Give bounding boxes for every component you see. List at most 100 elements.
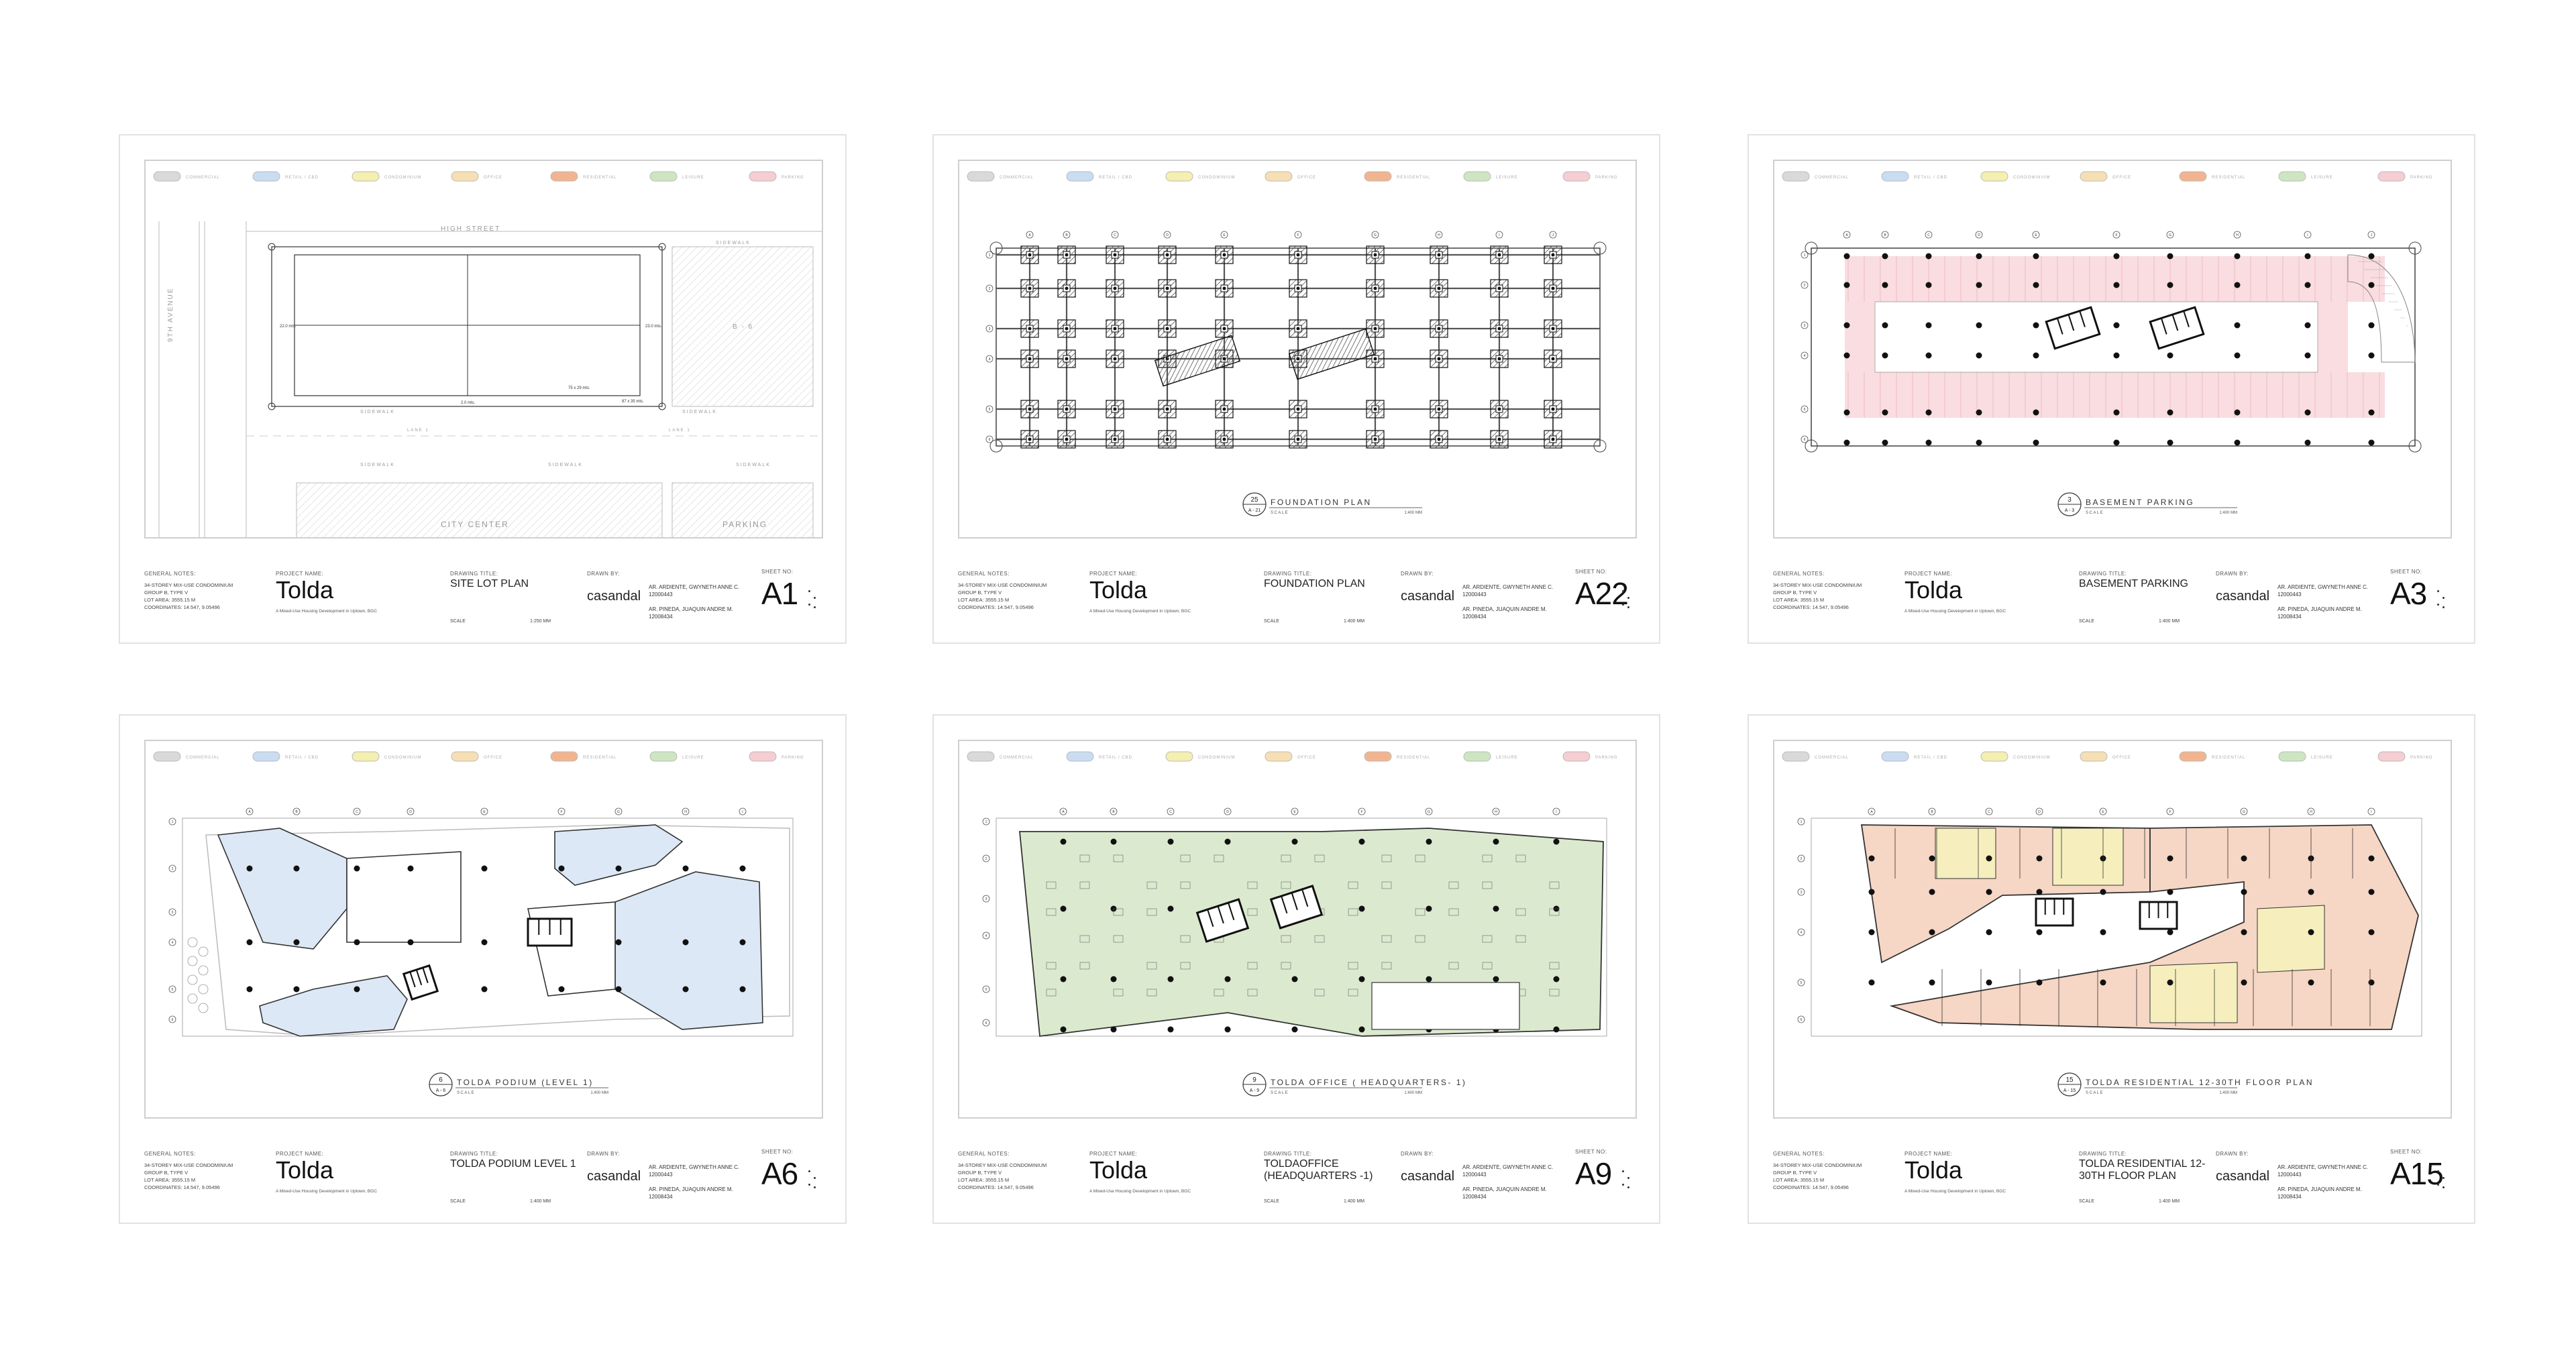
workstation	[1113, 908, 1124, 916]
column-dot	[2167, 979, 2174, 986]
workstation	[1281, 935, 1291, 943]
column-dot	[2368, 253, 2375, 260]
column-dot	[1493, 838, 1499, 845]
legend-swatch	[749, 171, 777, 182]
tree-icon	[198, 946, 209, 957]
column-dot	[2036, 855, 2043, 862]
legend-swatch	[1881, 171, 1909, 182]
column-dot	[2234, 322, 2241, 329]
sheet-dots-icon	[2437, 1168, 2447, 1188]
legend-swatch	[2377, 171, 2406, 182]
sheet-number: A1	[761, 576, 798, 611]
workstation	[1247, 989, 1258, 997]
column-dot	[246, 865, 253, 872]
project-name-label: PROJECT NAME:	[1089, 1151, 1138, 1157]
view-sheet-ref: A - 9	[1250, 1088, 1260, 1093]
column-dot	[1224, 838, 1231, 845]
stair-core	[527, 917, 573, 947]
legend-swatch	[1364, 751, 1392, 762]
column-dot	[354, 865, 360, 872]
column-dot	[293, 939, 300, 946]
legend-label: OFFICE	[1297, 756, 1316, 760]
legend-swatch	[967, 171, 995, 182]
grid-bubble	[1797, 978, 1805, 987]
column-dot	[1986, 889, 1992, 895]
grid-bubble-label: 5	[1804, 408, 1806, 412]
grid-bubble	[985, 284, 994, 292]
project-subtitle: A Mixed-Use Housing Development in Uptow…	[1904, 609, 2006, 614]
grid-bubble	[682, 807, 690, 815]
column-dot	[682, 986, 689, 993]
workstation	[1549, 881, 1560, 889]
column-dot	[682, 939, 689, 946]
sheet-number: A6	[761, 1156, 798, 1191]
column-dot	[1065, 357, 1069, 361]
grid-bubble-label: B	[1112, 810, 1115, 814]
brand-name: casandal	[1401, 1169, 1455, 1184]
workstation	[1180, 881, 1191, 889]
lot-b6-hatch	[672, 246, 814, 407]
grid-bubble	[2307, 807, 2315, 815]
view-sheet-ref: A - 6	[436, 1088, 446, 1093]
sheet-no-label: SHEET NO:	[1575, 569, 1607, 575]
column-dot	[1222, 437, 1226, 441]
workstation	[1079, 935, 1090, 943]
grid-bubble-label: 2	[1804, 284, 1806, 288]
corner-marker	[2408, 241, 2422, 255]
legend-label: COMMERCIAL	[1000, 756, 1034, 760]
footing	[1215, 319, 1234, 338]
grid-bubble-label: J	[1552, 233, 1554, 237]
column-dot	[2368, 282, 2375, 288]
column-dot	[1296, 327, 1300, 331]
corner-marker	[1805, 241, 1818, 255]
grid-bubble-label: F	[560, 810, 562, 814]
grid-bubble	[2304, 231, 2312, 239]
sheet-number: A22	[1575, 576, 1629, 611]
column-dot	[1373, 407, 1377, 411]
dimension-label: 87 x 35 mts.	[622, 400, 644, 404]
column-dot	[2033, 322, 2039, 329]
grid-bubble-label: D	[1978, 233, 1980, 237]
column-dot	[2308, 929, 2314, 936]
title-block: GENERAL NOTES:34-STOREY MIX-USE CONDOMIN…	[958, 1145, 1637, 1212]
retail-zone	[554, 824, 684, 886]
grid-bubble-label: E	[1223, 233, 1226, 237]
column-dot	[1929, 929, 1935, 936]
column-dot	[615, 865, 622, 872]
grid-bubble	[168, 985, 176, 993]
grid-bubble-label: A	[1062, 810, 1065, 814]
stair-core	[2035, 897, 2074, 927]
column-dot	[1358, 1026, 1365, 1033]
workstation	[1314, 989, 1325, 997]
drawing-title-label: DRAWING TITLE:	[1264, 1151, 1312, 1157]
unit-yellow	[1935, 828, 1996, 879]
grid-bubble-label: B	[1065, 233, 1068, 237]
column-dot	[1986, 929, 1992, 936]
legend-swatch	[1881, 751, 1909, 762]
legend-label: LEISURE	[2311, 756, 2333, 760]
grid-bubble-label: 3	[1804, 324, 1806, 328]
grid-bubble	[168, 938, 176, 946]
column-dot	[1551, 253, 1555, 257]
footing	[1490, 400, 1509, 418]
grid-bubble	[1371, 231, 1379, 239]
column-dot	[2304, 253, 2311, 260]
grid-bubble	[2099, 807, 2107, 815]
drawing-title: TOLDA PODIUM LEVEL 1	[450, 1158, 576, 1170]
legend-label: RESIDENTIAL	[583, 176, 616, 180]
view-scale-label: SCALE	[2086, 1091, 2104, 1095]
grid-bubble	[739, 807, 747, 815]
column-dot	[2167, 409, 2174, 416]
general-notes-label: GENERAL NOTES:	[144, 1151, 196, 1157]
column-dot	[1358, 905, 1365, 912]
column-dot	[246, 939, 253, 946]
column-dot	[1925, 409, 1932, 416]
column-dot	[1222, 253, 1226, 257]
column-dot	[1882, 409, 1888, 416]
grid-bubble-label: H	[1438, 233, 1440, 237]
column-dot	[615, 986, 622, 993]
legend-label: COMMERCIAL	[1000, 176, 1034, 180]
